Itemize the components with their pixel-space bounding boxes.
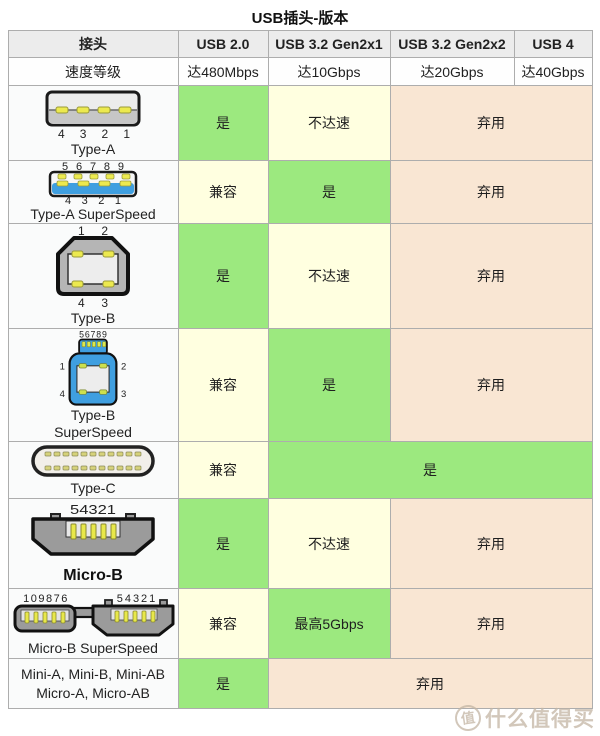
connector-label: Type-C: [70, 480, 116, 496]
cell-type-a-ss-usb20: 兼容: [177, 160, 269, 224]
speed-label: 速度等级: [7, 57, 179, 86]
connector-type-a: 4 3 2 1 Type-A: [7, 85, 179, 161]
row-type-a-superspeed: 5 6 7 8 9: [7, 160, 593, 224]
type-a-pin-numbers: 4 3 2 1: [58, 127, 130, 140]
cell-type-b-deprecated: 弃用: [389, 223, 593, 329]
connector-label: Mini-A, Mini-B, Mini-AB Micro-A, Micro-A…: [21, 665, 165, 701]
row-type-b: 1 2 4 3 Type-B 是 不达速: [7, 223, 593, 329]
connector-label: Micro-B: [63, 567, 123, 584]
cell-micro-b-gen2x1: 不达速: [267, 498, 391, 589]
connector-type-a-superspeed: 5 6 7 8 9: [7, 160, 179, 224]
header-usb32-gen2x1: USB 3.2 Gen2x1: [267, 30, 391, 58]
micro-b-ss-pins-left: 109876: [23, 593, 69, 605]
row-type-a: 4 3 2 1 Type-A 是 不达速 弃用: [7, 85, 593, 161]
cell-micro-b-deprecated: 弃用: [389, 498, 593, 589]
row-mini-micro-legacy: Mini-A, Mini-B, Mini-AB Micro-A, Micro-A…: [7, 658, 593, 709]
type-b-superspeed-icon: 56789: [60, 330, 126, 406]
speed-row: 速度等级 达480Mbps 达10Gbps 达20Gbps 达40Gbps: [7, 57, 593, 86]
cell-type-b-ss-gen2x1: 是: [267, 328, 391, 442]
cell-legacy-usb20: 是: [177, 658, 269, 709]
cell-type-b-usb20: 是: [177, 223, 269, 329]
page-title: USB插头-版本: [251, 10, 349, 27]
connector-type-b: 1 2 4 3 Type-B: [7, 223, 179, 329]
row-micro-b: 54321: [7, 498, 593, 589]
connector-type-b-superspeed: 56789: [7, 328, 179, 442]
speed-usb32-gen2x1: 达10Gbps: [267, 57, 391, 86]
connector-label: Type-B SuperSpeed: [54, 406, 132, 440]
type-b-ss-pin3: 3: [121, 389, 126, 400]
type-b-ss-pins-top: 56789: [79, 330, 107, 339]
connector-micro-b: 54321: [7, 498, 179, 589]
usb-version-table: 接头 USB 2.0 USB 3.2 Gen2x1 USB 3.2 Gen2x2…: [7, 30, 593, 709]
connector-micro-b-superspeed: 109876 54321: [7, 588, 179, 659]
row-micro-b-superspeed: 109876 54321: [7, 588, 593, 659]
type-b-ss-pin1: 1: [60, 361, 65, 372]
connector-label: Type-B: [70, 310, 116, 326]
cell-micro-b-ss-deprecated: 弃用: [389, 588, 593, 659]
type-b-ss-pin4: 4: [60, 389, 65, 400]
micro-b-pins-top: 54321: [70, 502, 116, 517]
type-a-icon: 4 3 2 1: [45, 90, 141, 140]
header-usb32-gen2x2: USB 3.2 Gen2x2: [389, 30, 515, 58]
speed-usb20: 达480Mbps: [177, 57, 269, 86]
cell-type-c-yes: 是: [267, 441, 593, 499]
cell-type-a-gen2x1: 不达速: [267, 85, 391, 161]
cell-legacy-deprecated: 弃用: [267, 658, 593, 709]
row-type-c: Type-C 兼容 是: [7, 441, 593, 499]
cell-type-b-ss-deprecated: 弃用: [389, 328, 593, 442]
type-b-pins-bottom: 4 3: [78, 296, 108, 309]
type-b-icon: 1 2 4 3: [56, 225, 130, 309]
micro-b-ss-pins-right: 54321: [117, 593, 158, 605]
header-row: 接头 USB 2.0 USB 3.2 Gen2x1 USB 3.2 Gen2x2…: [7, 30, 593, 58]
cell-type-a-ss-deprecated: 弃用: [389, 160, 593, 224]
connector-type-c: Type-C: [7, 441, 179, 499]
micro-b-superspeed-icon: 109876 54321: [13, 593, 175, 636]
type-a-superspeed-icon: 5 6 7 8 9: [48, 161, 138, 205]
cell-type-c-usb20: 兼容: [177, 441, 269, 499]
type-a-ss-pins-bottom: 4 3 2 1: [65, 195, 121, 205]
cell-micro-b-ss-gen2x1: 最高5Gbps: [267, 588, 391, 659]
header-usb4: USB 4: [513, 30, 593, 58]
cell-type-a-usb20: 是: [177, 85, 269, 161]
cell-type-b-ss-usb20: 兼容: [177, 328, 269, 442]
cell-type-a-deprecated: 弃用: [389, 85, 593, 161]
cell-type-a-ss-gen2x1: 是: [267, 160, 391, 224]
micro-b-icon: 54321: [31, 502, 155, 556]
type-b-ss-pin2: 2: [121, 361, 126, 372]
type-a-ss-pins-top: 5 6 7 8 9: [62, 161, 124, 173]
type-c-icon: [31, 445, 155, 477]
speed-usb4: 达40Gbps: [513, 57, 593, 86]
connector-label: Type-A SuperSpeed: [30, 206, 156, 222]
row-type-b-superspeed: 56789: [7, 328, 593, 442]
connector-mini-micro-legacy: Mini-A, Mini-B, Mini-AB Micro-A, Micro-A…: [7, 658, 179, 709]
cell-type-b-gen2x1: 不达速: [267, 223, 391, 329]
header-usb20: USB 2.0: [177, 30, 269, 58]
cell-micro-b-ss-usb20: 兼容: [177, 588, 269, 659]
cell-micro-b-usb20: 是: [177, 498, 269, 589]
connector-label: Micro-B SuperSpeed: [28, 639, 158, 656]
speed-usb32-gen2x2: 达20Gbps: [389, 57, 515, 86]
header-connector: 接头: [7, 30, 179, 58]
connector-label: Type-A: [70, 141, 116, 157]
